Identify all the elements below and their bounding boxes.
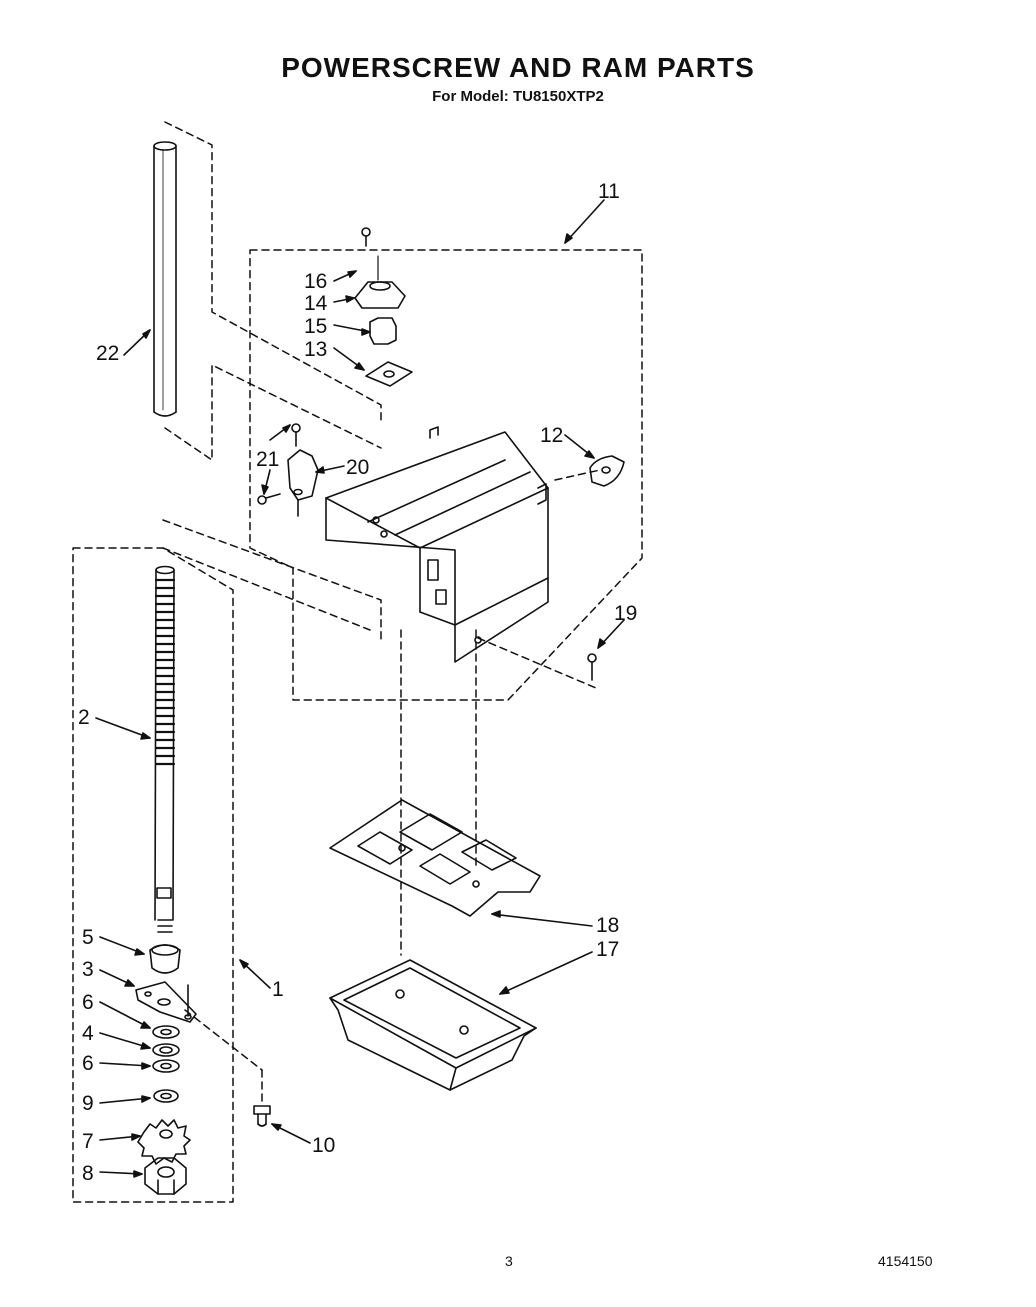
housing-box	[325, 426, 549, 663]
callout-16: 16	[304, 270, 327, 293]
callout-1: 1	[272, 978, 284, 1001]
part-19-screw	[587, 653, 597, 681]
upper-small-parts	[354, 227, 413, 387]
part-22-tube	[153, 141, 177, 417]
callout-19: 19	[614, 602, 637, 625]
leader-arrows	[95, 199, 625, 1178]
callout-13: 13	[304, 338, 327, 361]
assembly-boundaries	[72, 121, 643, 1203]
page-title: POWERSCREW AND RAM PARTS	[281, 52, 755, 83]
document-number: 4154150	[878, 1253, 933, 1269]
callout-4: 4	[82, 1022, 94, 1045]
callout-labels: 1 2 3 4 5 6 6 7 8 9 10 11 12 13 14 15 16…	[78, 180, 637, 1185]
part-12-clip	[589, 455, 625, 487]
callout-6-lower: 6	[82, 1052, 94, 1075]
callout-6-upper: 6	[82, 991, 94, 1014]
callout-22: 22	[96, 342, 119, 365]
callout-9: 9	[82, 1092, 94, 1115]
callout-17: 17	[596, 938, 619, 961]
callout-7: 7	[82, 1130, 94, 1153]
part-2-powerscrew	[154, 565, 176, 933]
callout-5: 5	[82, 926, 94, 949]
part-20-bracket	[257, 423, 319, 517]
callout-20: 20	[346, 456, 369, 479]
lower-hardware-stack	[135, 944, 271, 1195]
callout-18: 18	[596, 914, 619, 937]
part-17-pan	[329, 959, 537, 1091]
callout-11: 11	[598, 180, 620, 203]
page-number: 3	[505, 1253, 513, 1269]
callout-14: 14	[304, 292, 328, 315]
part-18-plate	[329, 799, 541, 917]
callout-8: 8	[82, 1162, 94, 1185]
callout-2: 2	[78, 706, 90, 729]
callout-10: 10	[312, 1134, 335, 1157]
callout-3: 3	[82, 958, 94, 981]
model-subtitle: For Model: TU8150XTP2	[432, 88, 604, 105]
callout-21: 21	[256, 448, 279, 471]
callout-12: 12	[540, 424, 563, 447]
callout-15: 15	[304, 315, 327, 338]
